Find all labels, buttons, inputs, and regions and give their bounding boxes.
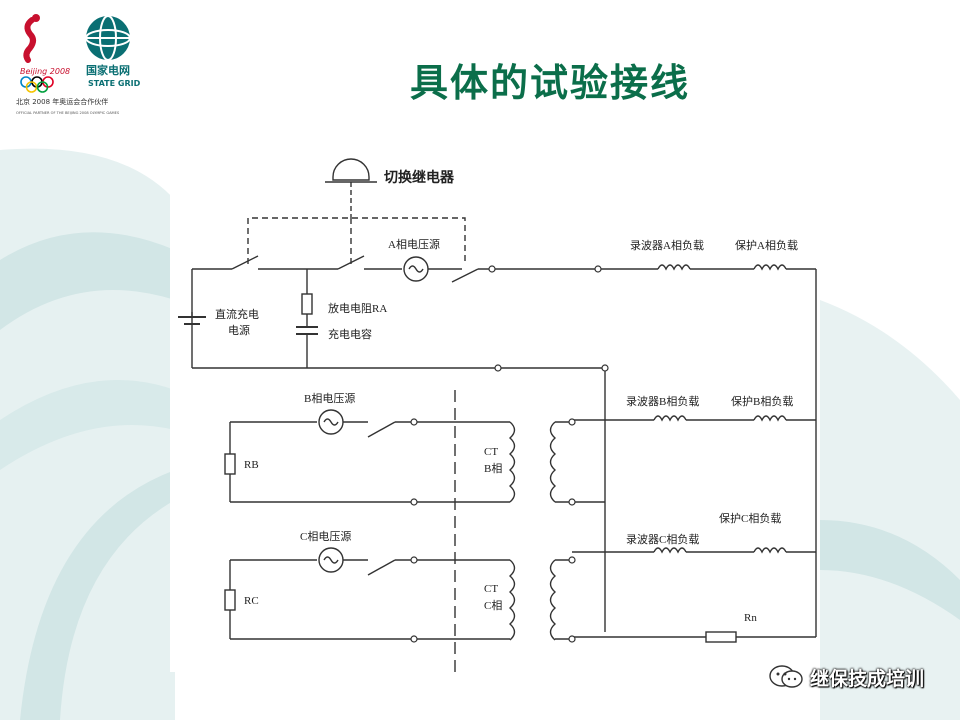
relay-icon [332, 158, 370, 181]
protect-b-label: 保护B相负载 [731, 394, 793, 408]
logo-block: Beijing 2008 国家电网 STATE GRID 北京 2008 年奥运… [8, 8, 150, 120]
dc-supply-label-1: 直流充电 [215, 307, 259, 321]
recorder-c-label: 录波器C相负载 [626, 532, 699, 546]
partner-cn: 北京 2008 年奥运会合作伙伴 [16, 97, 108, 106]
source-b-label: B相电压源 [304, 391, 355, 405]
chat-bubble-icon [769, 665, 803, 688]
ct-b-label-1: CT [484, 446, 498, 458]
olympic-text: Beijing 2008 [20, 67, 70, 76]
watermark: 继保技成培训 [768, 662, 924, 692]
relay-label: 切换继电器 [384, 169, 455, 186]
source-c-label: C相电压源 [300, 529, 351, 543]
ct-c-label-2: C相 [484, 599, 502, 612]
rc-label: RC [244, 595, 259, 607]
protect-a-label: 保护A相负载 [735, 238, 798, 252]
grid-name-cn: 国家电网 [86, 63, 130, 77]
rb-label: RB [244, 459, 259, 471]
state-grid-logo: Beijing 2008 国家电网 STATE GRID 北京 2008 年奥运… [16, 14, 141, 115]
ct-b-label-2: B相 [484, 462, 502, 475]
partner-en: OFFICIAL PARTNER OF THE BEIJING 2008 OLY… [16, 111, 120, 115]
source-a-label: A相电压源 [388, 237, 440, 251]
discharge-resistor-label: 放电电阻RA [328, 301, 387, 315]
rn-label: Rn [744, 612, 757, 624]
watermark-text: 继保技成培训 [810, 667, 925, 690]
recorder-b-label: 录波器B相负载 [626, 394, 699, 408]
ct-c-label-1: CT [484, 583, 498, 595]
page-title: 具体的试验接线 [409, 60, 690, 105]
recorder-a-label: 录波器A相负载 [630, 238, 704, 252]
protect-c-label: 保护C相负载 [719, 511, 781, 525]
olympic-rings-icon [20, 76, 54, 93]
dc-supply-label-2: 电源 [228, 323, 250, 337]
grid-name-en: STATE GRID [88, 79, 141, 88]
capacitor-label: 充电电容 [328, 327, 372, 341]
wiring-diagram: 切换继电器 A相电压源 直流充电 电源 放电电阻RA 充电电容 B相电压源 C相… [170, 152, 820, 672]
